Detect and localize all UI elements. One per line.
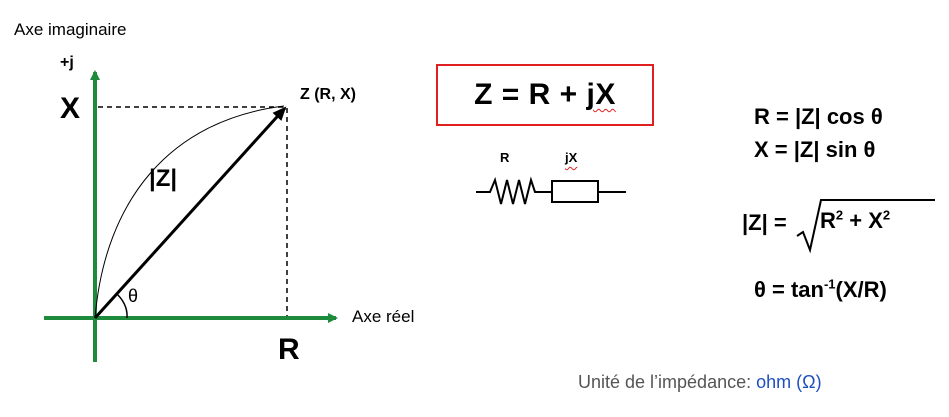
theta-exp: -1 bbox=[823, 276, 836, 292]
radicand-x-exp: 2 bbox=[882, 207, 891, 223]
series-circuit bbox=[476, 176, 626, 205]
x-mark: X bbox=[60, 92, 81, 125]
angle-label: θ bbox=[128, 286, 139, 306]
resistor-symbol bbox=[476, 176, 552, 205]
angle-arc bbox=[116, 293, 128, 319]
point-label: Z (R, X) bbox=[300, 86, 356, 103]
equation: Z = R + jX bbox=[474, 78, 616, 112]
theta-post: (X/R) bbox=[835, 277, 887, 302]
impedance-vector bbox=[93, 106, 287, 320]
radicand-r-exp: 2 bbox=[835, 207, 844, 223]
sqrt-sign bbox=[796, 199, 935, 254]
reactance-box bbox=[551, 180, 599, 203]
impedance-equation-box: Z = R + jX bbox=[436, 64, 654, 126]
formula-x: X = |Z| sin θ bbox=[754, 137, 876, 162]
equation-lhs: Z bbox=[474, 78, 493, 111]
formula-magnitude-lhs: |Z| = bbox=[742, 210, 787, 235]
reactance-label: jX bbox=[565, 150, 578, 165]
radicand-r: R bbox=[820, 208, 836, 233]
radicand-plus-x: + X bbox=[849, 208, 883, 233]
magnitude-arc bbox=[94, 105, 285, 319]
unit-line: Unité de l’impédance: ohm (Ω) bbox=[578, 372, 822, 393]
magnitude-label: |Z| bbox=[149, 165, 178, 192]
equation-equals: = bbox=[501, 78, 520, 111]
equation-r: R + bbox=[528, 78, 578, 111]
imaginary-axis-label: +j bbox=[60, 54, 74, 71]
r-mark: R bbox=[278, 333, 300, 366]
unit-prefix: Unité de l’impédance: bbox=[578, 372, 757, 392]
unit-value: ohm (Ω) bbox=[756, 372, 822, 392]
formula-magnitude-radicand: R2 + X2 bbox=[820, 208, 890, 234]
formula-r: R = |Z| cos θ bbox=[754, 104, 883, 129]
real-axis-title: Axe réel bbox=[352, 307, 415, 326]
theta-pre: θ = tan bbox=[754, 277, 824, 302]
formula-theta: θ = tan-1(X/R) bbox=[754, 277, 887, 303]
imaginary-axis-title: Axe imaginaire bbox=[14, 20, 127, 39]
equation-jx: jX bbox=[586, 78, 616, 111]
resistor-label: R bbox=[500, 150, 510, 165]
